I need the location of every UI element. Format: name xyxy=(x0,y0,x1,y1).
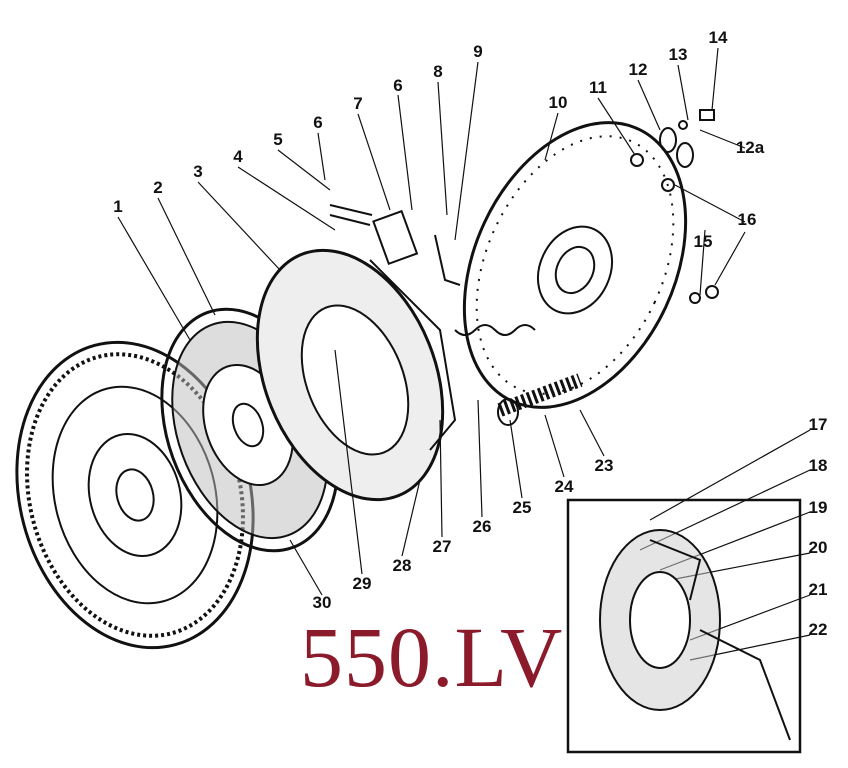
clutch-cover xyxy=(462,121,688,409)
part-label-6b: 6 xyxy=(393,76,403,95)
levers-and-springs xyxy=(329,204,583,426)
part-label-22: 22 xyxy=(808,620,828,639)
part-label-1: 1 xyxy=(113,197,123,216)
part-label-26: 26 xyxy=(472,517,492,536)
part-label-28: 28 xyxy=(392,556,412,575)
part-label-5: 5 xyxy=(273,130,283,149)
part-label-20: 20 xyxy=(808,538,828,557)
part-label-23: 23 xyxy=(594,456,614,475)
part-label-29: 29 xyxy=(352,574,372,593)
part-label-19: 19 xyxy=(808,498,828,517)
part-label-30: 30 xyxy=(312,593,332,612)
detail-inset xyxy=(566,498,802,754)
part-label-11: 11 xyxy=(589,78,607,97)
part-label-6a: 6 xyxy=(313,113,323,132)
leader-lines xyxy=(117,47,811,661)
part-label-25: 25 xyxy=(512,498,532,517)
part-label-21: 21 xyxy=(808,580,828,599)
small-hardware xyxy=(630,109,719,304)
part-label-10: 10 xyxy=(548,93,568,112)
part-label-8: 8 xyxy=(433,62,443,81)
part-label-7: 7 xyxy=(353,94,363,113)
pressure-plate xyxy=(255,248,457,502)
watermark: 550.LV xyxy=(300,609,564,705)
part-label-12a: 12a xyxy=(735,138,765,157)
part-label-4: 4 xyxy=(233,147,243,166)
part-label-27: 27 xyxy=(432,537,452,556)
part-label-24: 24 xyxy=(554,477,574,496)
part-label-13: 13 xyxy=(668,45,688,64)
part-label-12: 12 xyxy=(628,60,648,79)
part-label-16: 16 xyxy=(737,210,757,229)
part-label-3: 3 xyxy=(193,162,203,181)
part-label-18: 18 xyxy=(808,456,828,475)
part-label-15: 15 xyxy=(693,232,713,251)
part-label-17: 17 xyxy=(808,415,828,434)
part-label-14: 14 xyxy=(708,28,728,47)
part-label-9: 9 xyxy=(473,42,483,61)
part-label-2: 2 xyxy=(153,178,163,197)
